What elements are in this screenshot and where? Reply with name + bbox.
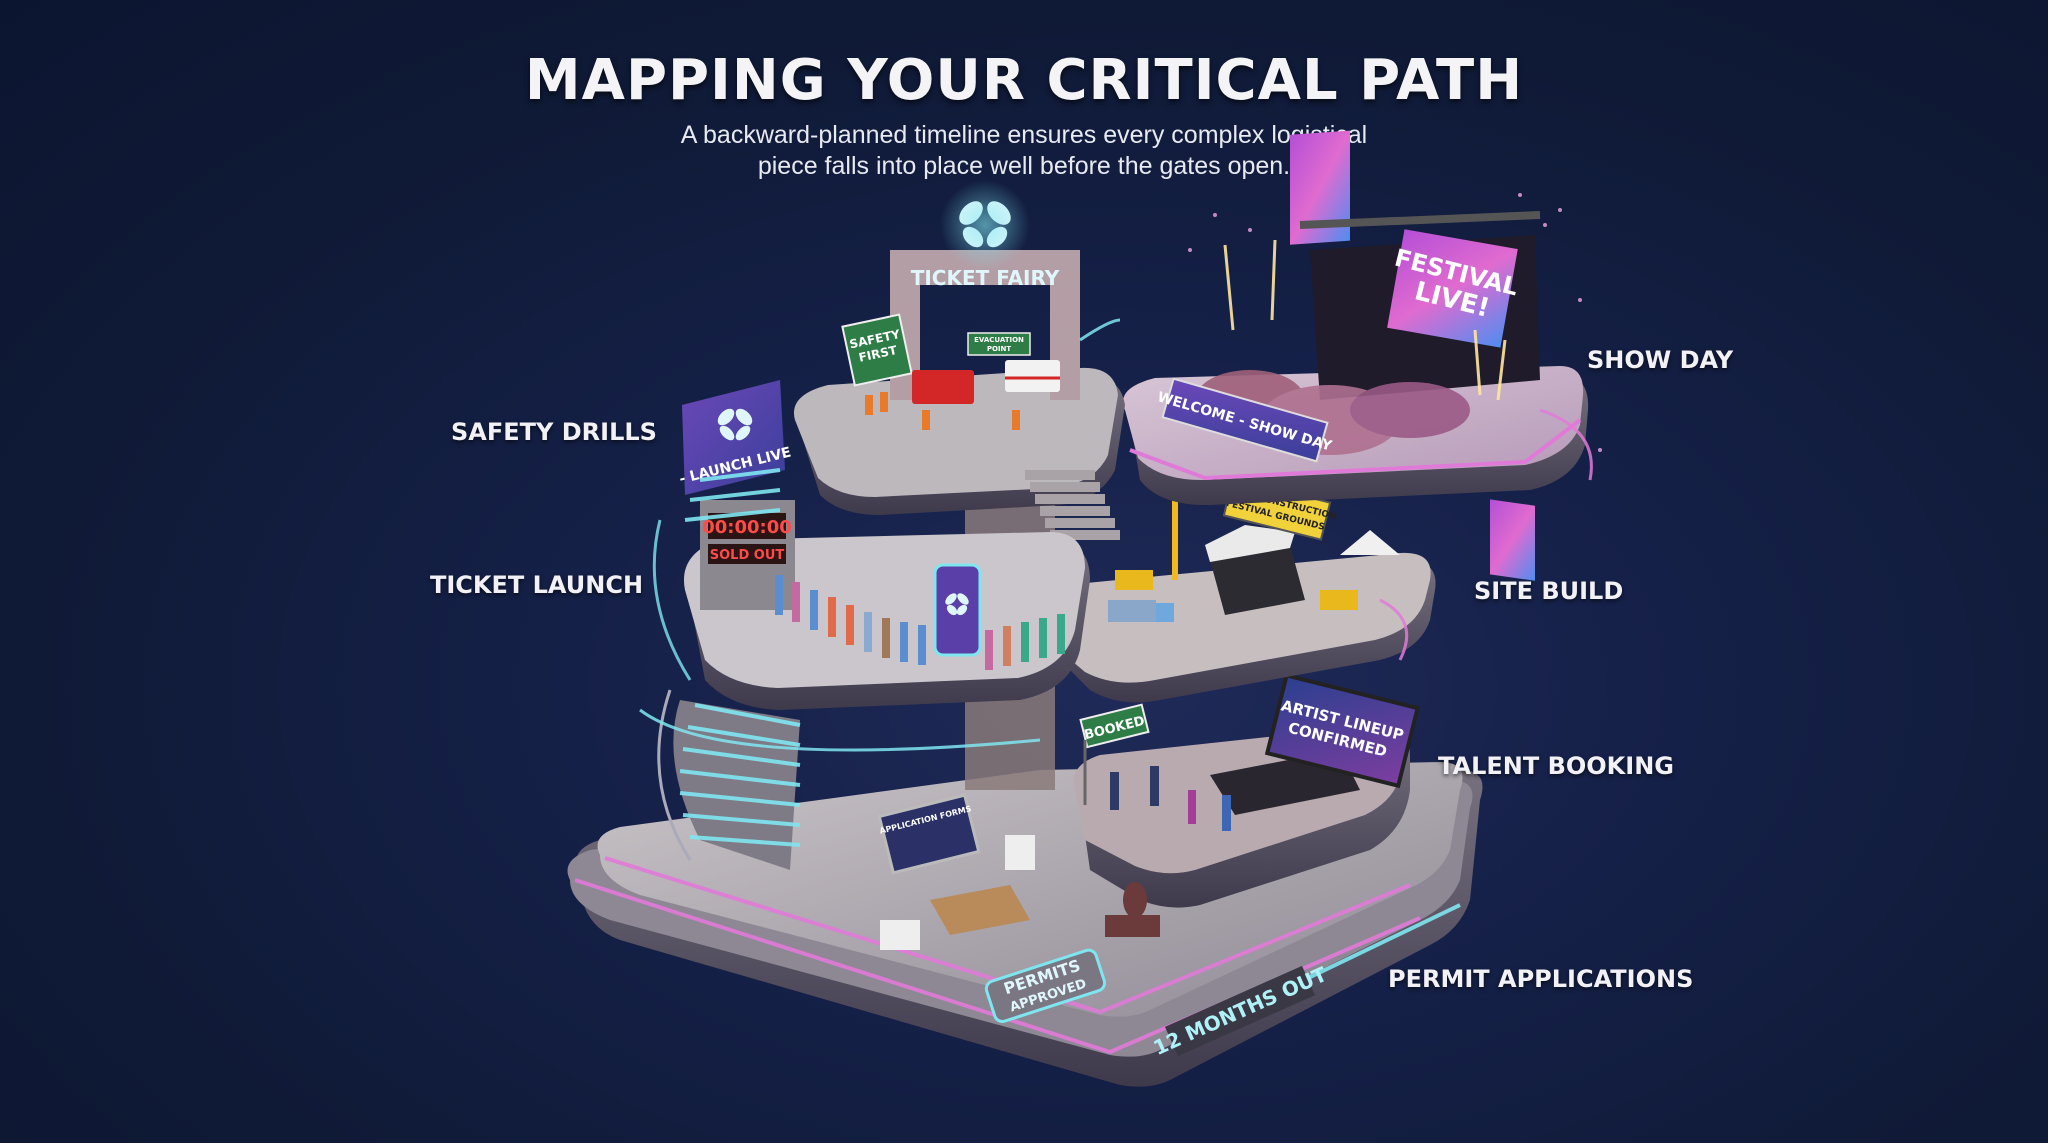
stage-label-site-build: SITE BUILD [1474, 577, 1624, 605]
svg-text:TICKET FAIRY: TICKET FAIRY [911, 266, 1060, 290]
show-day-platform: FESTIVAL LIVE! WELCOME - SHOW DAY [1123, 130, 1589, 581]
stage-label-safety-drills: SAFETY DRILLS [451, 418, 657, 446]
flow-arrows [639, 318, 1593, 752]
subtitle-line-1: A backward-planned timeline ensures ever… [680, 121, 1368, 149]
svg-text:00:00:00: 00:00:00 [702, 517, 792, 538]
stage-label-permit-applications: PERMIT APPLICATIONS [1388, 965, 1694, 993]
svg-text:EVACUATION: EVACUATION [974, 336, 1024, 344]
talent-booking-platform: ARTIST LINEUP CONFIRMED BOOKED [1073, 673, 1421, 908]
subtitle-line-2: piece falls into place well before the g… [757, 152, 1291, 180]
safety-drills-platform: TICKET FAIRY SAFETY FIRST EVACUATION POI… [793, 180, 1125, 540]
stage-label-ticket-launch: TICKET LAUNCH [430, 571, 644, 599]
ticket-launch-platform: 00:00:00 SOLD OUT - LAUNCH LIVE [678, 380, 1090, 710]
stage-label-talent-booking: TALENT BOOKING [1438, 752, 1674, 780]
stage-label-show-day: SHOW DAY [1587, 346, 1734, 374]
spiral-staircase [652, 468, 801, 870]
page-title: MAPPING YOUR CRITICAL PATH [524, 48, 1524, 113]
page-subtitle: A backward-planned timeline ensures ever… [0, 120, 2048, 182]
svg-text:SOLD OUT: SOLD OUT [710, 548, 785, 563]
svg-text:POINT: POINT [987, 345, 1012, 353]
